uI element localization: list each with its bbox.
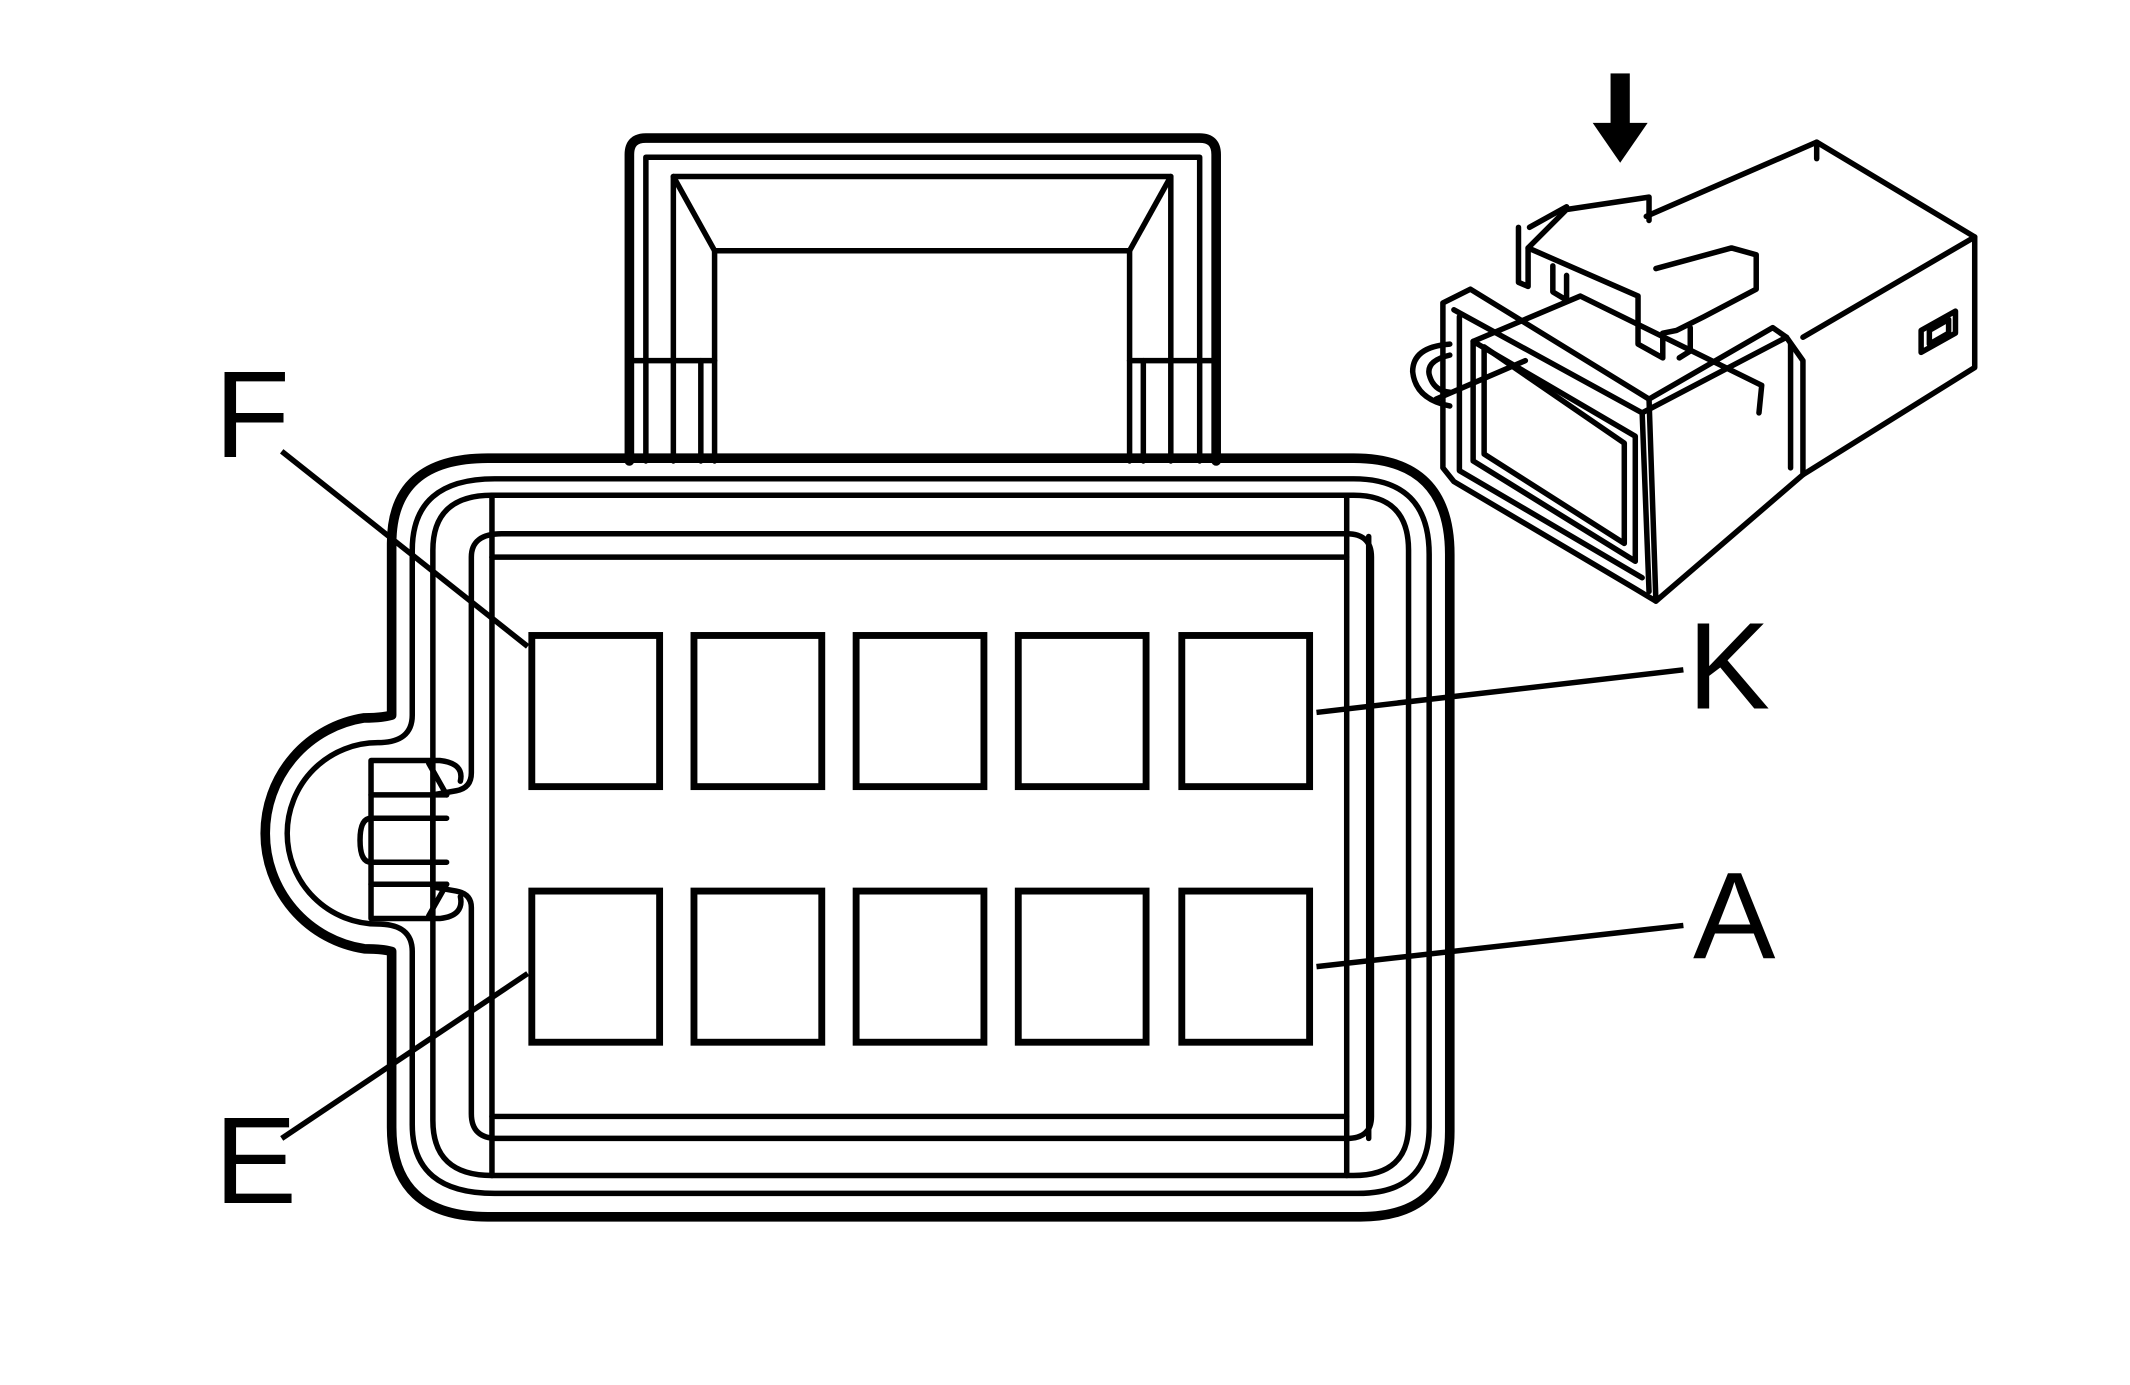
cavity-h (852, 632, 988, 791)
cavity-j (1014, 632, 1150, 791)
cavity-d (690, 887, 826, 1046)
cavity-a (1178, 887, 1314, 1046)
cavity-b (1014, 887, 1150, 1046)
cavity-k (1178, 632, 1314, 791)
label-f: F (214, 346, 290, 484)
leader-f (280, 449, 530, 649)
cavity-row-top (528, 632, 1314, 791)
label-a: A (1693, 847, 1776, 985)
leader-k (1316, 667, 1684, 716)
leader-e (280, 971, 530, 1141)
cavity-f (528, 632, 664, 791)
cavity-e (528, 887, 664, 1046)
label-k: K (1688, 597, 1770, 735)
leader-a (1316, 922, 1684, 970)
connector-latch-tab (624, 133, 1221, 466)
down-arrow-icon (1592, 73, 1648, 163)
cavity-row-bottom (528, 887, 1314, 1046)
connector-isometric-icon (1409, 73, 1978, 604)
leader-lines (280, 449, 1684, 1141)
cavity-g (690, 632, 826, 791)
label-e: E (214, 1092, 296, 1230)
connector-housing (260, 453, 1455, 1222)
cavity-c (852, 887, 988, 1046)
